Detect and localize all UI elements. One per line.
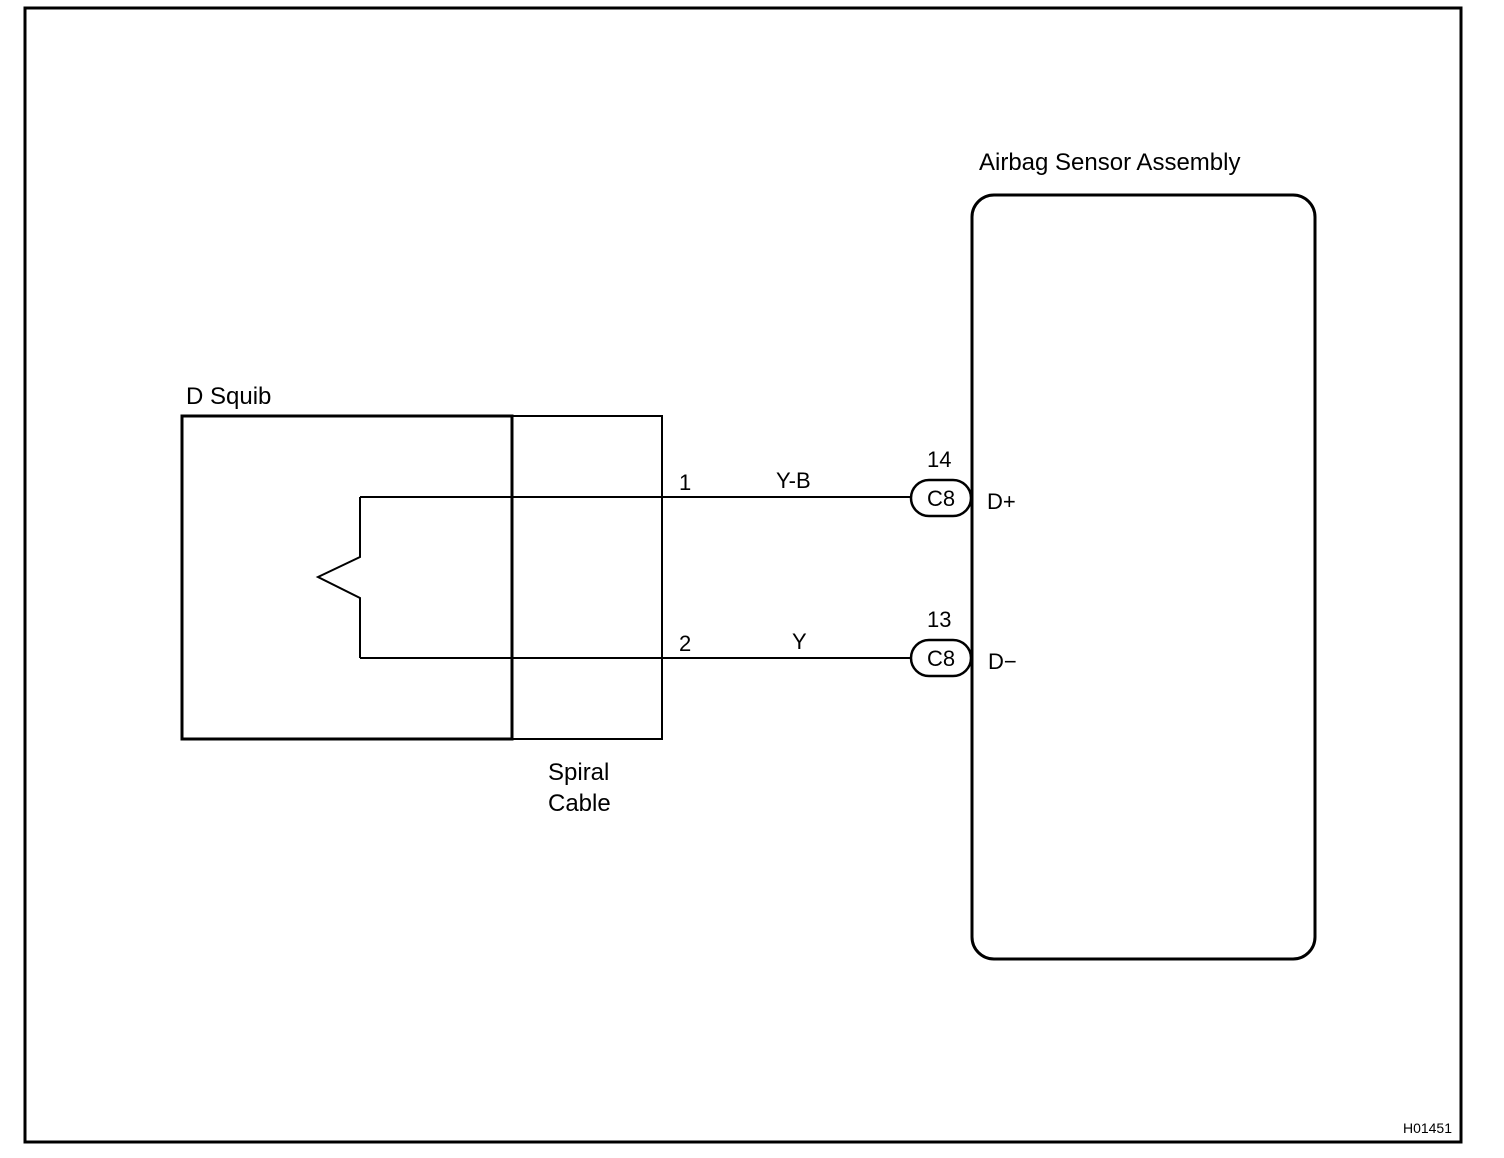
figure-code: H01451 (1403, 1120, 1452, 1136)
spiral-cable-label-line2: Cable (548, 790, 611, 817)
airbag-sensor-box (970, 193, 1317, 961)
connector-c8-upper (909, 478, 973, 518)
connector-c8-lower (909, 638, 973, 678)
outer-frame (23, 6, 1463, 1144)
terminal-d-plus: D+ (987, 489, 1016, 514)
squib-box (180, 414, 514, 741)
terminal-13-number: 13 (927, 607, 951, 632)
connector-c8-upper-label: C8 (927, 486, 955, 511)
wire-2-color: Y (792, 629, 807, 654)
squib-label: D Squib (186, 383, 271, 410)
airbag-sensor-label: Airbag Sensor Assembly (979, 149, 1240, 176)
wire-1-color: Y-B (776, 468, 811, 493)
squib-element (315, 497, 361, 658)
connector-c8-lower-label: C8 (927, 646, 955, 671)
terminal-d-minus: D− (988, 649, 1017, 674)
terminal-14-number: 14 (927, 447, 951, 472)
wire-1-pin: 1 (679, 470, 691, 495)
wire-2-pin: 2 (679, 631, 691, 656)
spiral-cable-box (511, 415, 663, 740)
spiral-cable-label-line1: Spiral (548, 759, 609, 786)
